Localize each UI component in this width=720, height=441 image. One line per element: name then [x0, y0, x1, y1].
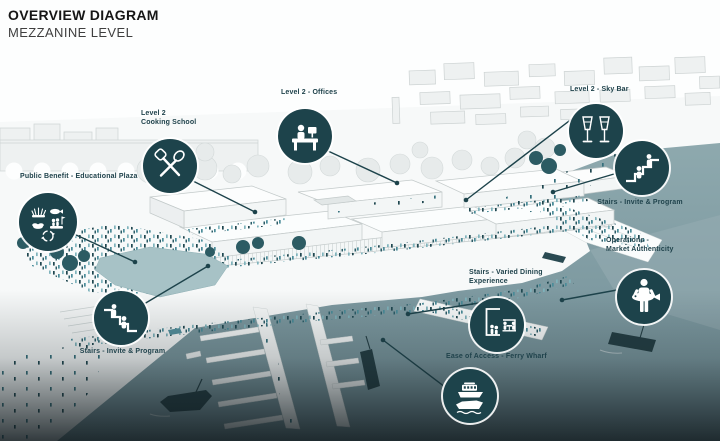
callout-ferry-wharf	[443, 369, 497, 423]
callout-label-offices: Level 2 - Offices	[281, 89, 338, 96]
callout-label-cooking-school: Level 2 Cooking School	[141, 110, 197, 127]
leader-line	[192, 180, 256, 213]
callout-stairs-right	[615, 141, 669, 195]
bridge	[0, 139, 259, 180]
dining-room-icon	[485, 308, 516, 336]
callout-label-stairs-left: Stairs - Invite & Program	[79, 348, 166, 355]
callout-label-sky-bar: Level 2 - Sky Bar	[570, 86, 629, 93]
callout-sky-bar	[569, 104, 623, 158]
fishmonger-icon	[632, 278, 660, 312]
callout-label-operations: Operations - Market Authenticity	[606, 237, 674, 254]
callout-label-ferry-wharf: Ease of Access - Ferry Wharf	[446, 353, 547, 360]
callout-offices	[278, 109, 332, 163]
background-city	[391, 56, 720, 125]
leader-dot	[252, 209, 258, 215]
champagne-glasses-icon	[582, 116, 610, 143]
callout-educational-plaza	[19, 193, 77, 251]
leader-dot	[132, 259, 138, 265]
callout-cooking-school	[143, 139, 197, 193]
callout-operations	[617, 270, 671, 324]
utensils-icon	[154, 148, 185, 177]
callout-varied-dining	[470, 298, 524, 352]
callout-label-stairs-right: Stairs - Invite & Program	[597, 199, 683, 206]
leader-dot	[463, 197, 469, 203]
education-cluster-icon	[31, 207, 66, 242]
stairs-people-icon	[104, 304, 137, 333]
header: OVERVIEW DIAGRAM MEZZANINE LEVEL	[8, 7, 159, 40]
page-subtitle: MEZZANINE LEVEL	[8, 25, 134, 40]
leader-line	[465, 117, 574, 201]
stairs-people-icon	[626, 154, 659, 183]
callout-stairs-left	[94, 291, 148, 345]
leader-line	[327, 150, 398, 184]
leader-dot	[394, 180, 400, 186]
leader-dot	[205, 263, 211, 269]
leader-line	[73, 233, 136, 263]
callout-label-varied-dining: Stairs - Varied Dining Experience	[469, 269, 543, 286]
leader-dot	[550, 189, 556, 195]
leader-line	[552, 173, 615, 193]
ferry-boats-icon	[456, 382, 483, 415]
office-desk-icon	[292, 124, 318, 151]
page-title: OVERVIEW DIAGRAM	[8, 7, 159, 23]
callout-label-educational-plaza: Public Benefit - Educational Plaza	[20, 173, 138, 180]
